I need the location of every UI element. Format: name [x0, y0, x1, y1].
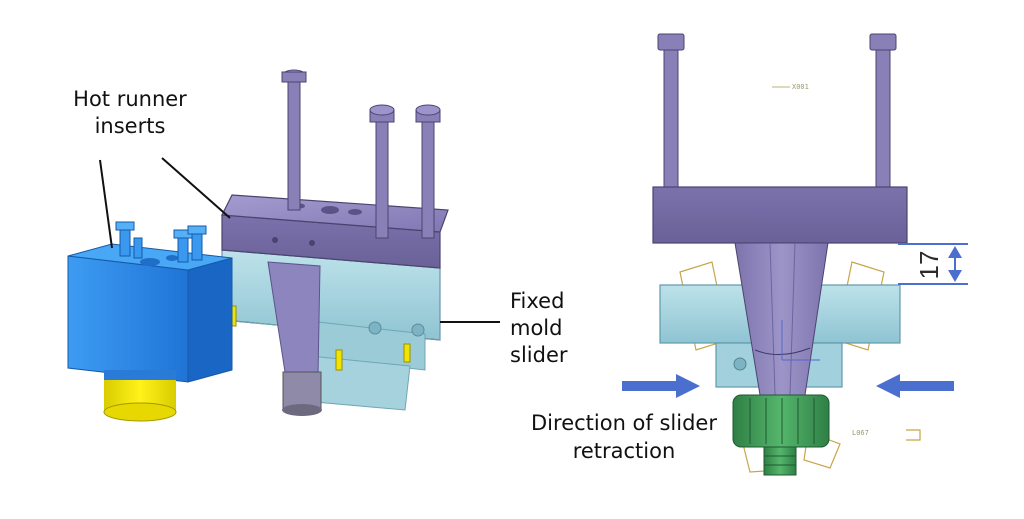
label-hot-runner-line2: inserts	[95, 114, 166, 138]
retraction-arrow-right	[876, 374, 954, 398]
sketch-tag-top: X001	[792, 83, 809, 91]
bolt	[369, 104, 395, 239]
sketch-tag-bottom: L067	[852, 429, 869, 437]
hot-runner-insert	[67, 221, 233, 422]
bolt	[415, 104, 441, 239]
label-direction-line2: retraction	[573, 439, 676, 463]
left-isometric-view: Hot runner inserts Fixed mold slider	[67, 69, 568, 422]
label-fixed-mold-slider-line1: Fixed	[510, 289, 564, 313]
label-direction-line1: Direction of slider	[531, 411, 717, 435]
dimension-value: 17	[914, 251, 944, 280]
top-plate	[652, 186, 908, 244]
bolt	[657, 33, 685, 189]
right-front-view: X001	[531, 33, 968, 476]
label-fixed-mold-slider-line3: slider	[510, 343, 568, 367]
green-nozzle	[732, 394, 830, 476]
label-hot-runner-line1: Hot runner	[73, 87, 187, 111]
dimension-marker: 17	[898, 243, 968, 285]
bolt	[869, 33, 897, 189]
retraction-arrow-left	[622, 374, 700, 398]
hot-runner-leader-left	[99, 159, 113, 249]
bolt	[281, 69, 307, 211]
hot-runner-leader-right	[161, 157, 231, 219]
fixed-mold-slider-assembly	[221, 69, 449, 416]
label-fixed-mold-slider-line2: mold	[510, 316, 562, 340]
